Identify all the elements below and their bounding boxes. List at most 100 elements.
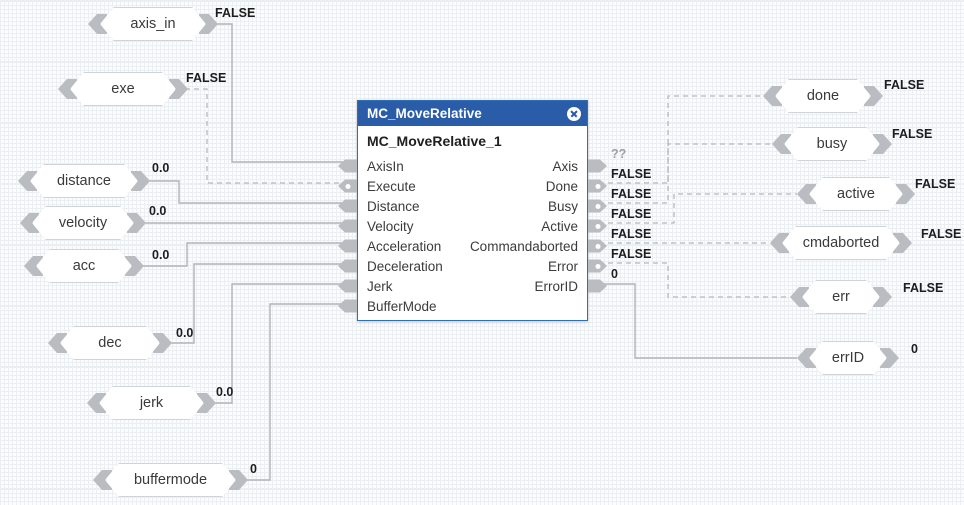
pin-label-Distance: Distance xyxy=(367,198,420,214)
pin-label-Jerk: Jerk xyxy=(367,278,393,294)
pin-row-Deceleration-Error[interactable]: Deceleration Error xyxy=(338,256,587,276)
variable-box-label[interactable]: err xyxy=(802,280,880,314)
pin-input-Deceleration[interactable] xyxy=(338,259,357,273)
value-label-Done: FALSE xyxy=(611,167,652,181)
connector-nub-left xyxy=(772,134,791,154)
variable-box-label[interactable]: done xyxy=(775,79,871,113)
variable-box-label[interactable]: cmdaborted xyxy=(782,226,900,260)
variable-box-label[interactable]: buffermode xyxy=(105,463,236,497)
value-label-ErrorID: 0 xyxy=(611,267,618,281)
variable-box-label[interactable]: axis_in xyxy=(100,7,206,41)
variable-dec[interactable]: dec xyxy=(48,326,160,360)
variable-distance[interactable]: distance xyxy=(18,164,138,198)
pin-label-Done: Done xyxy=(545,178,578,194)
function-block-titlebar[interactable]: MC_MoveRelative xyxy=(358,101,587,126)
variable-errID[interactable]: errID xyxy=(797,341,887,375)
wire-buffermode-to-BufferMode xyxy=(236,303,346,481)
pin-input-BufferMode[interactable] xyxy=(338,299,357,313)
variable-box-label[interactable]: exe xyxy=(70,72,176,106)
value-label-cmdaborted: FALSE xyxy=(921,227,962,241)
variable-box-label[interactable]: busy xyxy=(784,127,880,161)
variable-done[interactable]: done xyxy=(763,79,871,113)
pin-input-Acceleration[interactable] xyxy=(338,239,357,253)
connector-nub-left xyxy=(87,393,106,413)
pin-output-Done[interactable] xyxy=(588,180,607,193)
pin-output-ErrorID[interactable] xyxy=(588,280,607,293)
pin-input-Distance[interactable] xyxy=(338,199,357,213)
close-circle-icon[interactable] xyxy=(567,106,581,121)
pin-label-Execute: Execute xyxy=(367,178,416,194)
value-label-distance: 0.0 xyxy=(152,161,170,175)
pin-output-Commandaborted[interactable] xyxy=(588,240,607,253)
pin-row-Velocity-Active[interactable]: Velocity Active xyxy=(338,216,587,236)
pin-output-Error[interactable] xyxy=(588,260,607,273)
variable-box-label[interactable]: active xyxy=(809,177,903,211)
value-label-exe: FALSE xyxy=(186,71,227,85)
value-label-dec: 0.0 xyxy=(176,326,194,340)
value-label-axis_in: FALSE xyxy=(215,6,256,20)
variable-axis_in[interactable]: axis_in xyxy=(88,7,206,41)
variable-box-label[interactable]: dec xyxy=(60,326,160,360)
pin-label-ErrorID: ErrorID xyxy=(534,278,579,294)
variable-box-label[interactable]: acc xyxy=(36,249,132,283)
pin-label-Axis: Axis xyxy=(552,158,578,174)
variable-active[interactable]: active xyxy=(797,177,903,211)
value-label-buffermode: 0 xyxy=(250,462,257,476)
pin-input-Jerk[interactable] xyxy=(338,279,357,293)
value-label-velocity: 0.0 xyxy=(149,204,167,218)
variable-box-label[interactable]: jerk xyxy=(99,386,204,420)
variable-box-label[interactable]: velocity xyxy=(32,206,134,240)
function-block-MC_MoveRelative[interactable]: MC_MoveRelative MC_MoveRelative_1 AxisIn… xyxy=(338,100,588,321)
function-block-pins: AxisIn Axis Execute Done Distance Busy V… xyxy=(338,154,587,316)
variable-buffermode[interactable]: buffermode xyxy=(93,463,236,497)
variable-box-label[interactable]: errID xyxy=(809,341,887,375)
pin-row-AxisIn-Axis[interactable]: AxisIn Axis xyxy=(338,156,587,176)
connector-nub-right xyxy=(896,184,915,204)
connector-nub-right xyxy=(873,287,892,307)
pin-input-Execute[interactable] xyxy=(338,179,357,193)
pin-row-Jerk-ErrorID[interactable]: Jerk ErrorID xyxy=(338,276,587,296)
variable-box-label[interactable]: distance xyxy=(30,164,138,198)
variable-exe[interactable]: exe xyxy=(58,72,176,106)
value-label-Error: FALSE xyxy=(611,247,652,261)
variable-acc[interactable]: acc xyxy=(24,249,132,283)
wire-Error-to-err xyxy=(599,262,790,298)
pin-label-Active: Active xyxy=(541,218,578,234)
pin-row-Execute-Done[interactable]: Execute Done xyxy=(338,176,587,196)
variable-velocity[interactable]: velocity xyxy=(20,206,134,240)
pin-row-Acceleration-Commandaborted[interactable]: Acceleration Commandaborted xyxy=(338,236,587,256)
pin-label-Commandaborted: Commandaborted xyxy=(469,238,578,254)
pin-row-BufferMode[interactable]: BufferMode xyxy=(338,296,587,316)
pin-input-Velocity[interactable] xyxy=(338,219,357,233)
value-label-errID: 0 xyxy=(911,342,918,356)
variable-jerk[interactable]: jerk xyxy=(87,386,204,420)
wire-distance-to-Distance xyxy=(138,180,346,204)
connector-nub-right xyxy=(873,134,892,154)
pin-label-Busy: Busy xyxy=(547,198,578,214)
connector-nub-left xyxy=(797,184,816,204)
variable-err[interactable]: err xyxy=(790,280,880,314)
connector-nub-left xyxy=(88,14,107,34)
value-label-Commandaborted: FALSE xyxy=(611,227,652,241)
variable-cmdaborted[interactable]: cmdaborted xyxy=(770,226,900,260)
pin-row-Distance-Busy[interactable]: Distance Busy xyxy=(338,196,587,216)
value-label-Busy: FALSE xyxy=(611,187,652,201)
value-label-Axis: ?? xyxy=(611,147,627,161)
connector-nub-left xyxy=(797,348,816,368)
connector-nub-left xyxy=(770,233,789,253)
pin-label-Velocity: Velocity xyxy=(367,218,414,234)
pin-label-AxisIn: AxisIn xyxy=(367,158,404,174)
connector-nub-left xyxy=(58,79,77,99)
connector-nub-left xyxy=(20,213,39,233)
pin-output-Busy[interactable] xyxy=(588,200,607,213)
pin-label-BufferMode: BufferMode xyxy=(367,298,437,314)
value-label-busy: FALSE xyxy=(892,127,933,141)
pin-input-AxisIn[interactable] xyxy=(338,159,357,173)
connector-nub-left xyxy=(93,470,112,490)
pin-output-Active[interactable] xyxy=(588,220,607,233)
pin-output-Axis[interactable] xyxy=(588,160,607,173)
pin-label-Error: Error xyxy=(548,258,578,274)
connector-nub-left xyxy=(24,256,43,276)
variable-busy[interactable]: busy xyxy=(772,127,880,161)
